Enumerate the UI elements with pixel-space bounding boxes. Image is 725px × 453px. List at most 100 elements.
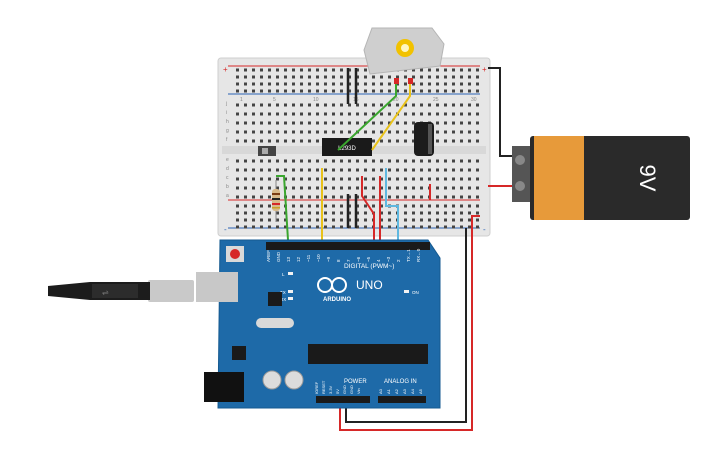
breadboard-hole[interactable]	[364, 186, 367, 190]
breadboard-hole[interactable]	[348, 177, 351, 181]
breadboard-hole[interactable]	[348, 121, 351, 125]
breadboard-hole[interactable]	[388, 168, 391, 172]
breadboard-hole[interactable]	[396, 121, 399, 125]
breadboard-hole[interactable]	[236, 168, 239, 172]
breadboard-hole[interactable]	[252, 218, 255, 222]
breadboard-hole[interactable]	[276, 121, 279, 125]
breadboard-hole[interactable]	[244, 225, 247, 229]
breadboard-hole[interactable]	[404, 121, 407, 125]
breadboard-hole[interactable]	[396, 177, 399, 181]
breadboard-hole[interactable]	[452, 225, 455, 229]
breadboard-hole[interactable]	[428, 68, 431, 72]
breadboard-hole[interactable]	[300, 204, 303, 208]
breadboard-hole[interactable]	[260, 159, 263, 163]
breadboard-hole[interactable]	[412, 168, 415, 172]
breadboard-hole[interactable]	[292, 139, 295, 143]
breadboard-hole[interactable]	[276, 112, 279, 116]
breadboard-hole[interactable]	[356, 211, 359, 215]
breadboard-hole[interactable]	[244, 112, 247, 116]
breadboard-hole[interactable]	[340, 130, 343, 134]
breadboard-hole[interactable]	[308, 89, 311, 93]
breadboard-hole[interactable]	[404, 195, 407, 199]
breadboard-hole[interactable]	[356, 177, 359, 181]
breadboard-hole[interactable]	[284, 82, 287, 86]
breadboard-hole[interactable]	[356, 168, 359, 172]
breadboard-hole[interactable]	[340, 177, 343, 181]
breadboard-hole[interactable]	[380, 225, 383, 229]
breadboard-hole[interactable]	[404, 225, 407, 229]
breadboard-hole[interactable]	[268, 68, 271, 72]
breadboard-hole[interactable]	[388, 195, 391, 199]
breadboard-hole[interactable]	[300, 195, 303, 199]
breadboard-hole[interactable]	[364, 130, 367, 134]
breadboard-hole[interactable]	[300, 225, 303, 229]
breadboard-hole[interactable]	[268, 195, 271, 199]
breadboard-hole[interactable]	[268, 177, 271, 181]
breadboard-hole[interactable]	[324, 82, 327, 86]
breadboard-hole[interactable]	[436, 68, 439, 72]
breadboard-hole[interactable]	[260, 68, 263, 72]
breadboard-hole[interactable]	[396, 130, 399, 134]
breadboard-hole[interactable]	[260, 186, 263, 190]
breadboard-hole[interactable]	[340, 218, 343, 222]
breadboard-hole[interactable]	[300, 121, 303, 125]
breadboard-hole[interactable]	[372, 130, 375, 134]
breadboard-hole[interactable]	[452, 186, 455, 190]
breadboard-hole[interactable]	[468, 186, 471, 190]
breadboard-hole[interactable]	[348, 218, 351, 222]
breadboard-hole[interactable]	[412, 82, 415, 86]
breadboard-hole[interactable]	[460, 211, 463, 215]
breadboard-hole[interactable]	[428, 82, 431, 86]
breadboard-hole[interactable]	[284, 121, 287, 125]
breadboard-hole[interactable]	[260, 89, 263, 93]
breadboard-hole[interactable]	[284, 75, 287, 79]
breadboard-hole[interactable]	[236, 112, 239, 116]
breadboard-hole[interactable]	[252, 68, 255, 72]
breadboard-hole[interactable]	[460, 139, 463, 143]
breadboard-hole[interactable]	[452, 112, 455, 116]
breadboard-hole[interactable]	[300, 159, 303, 163]
breadboard-hole[interactable]	[476, 204, 479, 208]
breadboard-hole[interactable]	[276, 225, 279, 229]
breadboard-hole[interactable]	[436, 211, 439, 215]
breadboard-hole[interactable]	[236, 139, 239, 143]
breadboard-hole[interactable]	[460, 130, 463, 134]
breadboard-hole[interactable]	[460, 75, 463, 79]
breadboard-hole[interactable]	[388, 130, 391, 134]
breadboard-hole[interactable]	[244, 186, 247, 190]
breadboard-hole[interactable]	[428, 218, 431, 222]
breadboard-hole[interactable]	[364, 82, 367, 86]
breadboard-hole[interactable]	[468, 68, 471, 72]
breadboard-hole[interactable]	[268, 82, 271, 86]
breadboard-hole[interactable]	[380, 168, 383, 172]
breadboard-hole[interactable]	[364, 121, 367, 125]
breadboard-wires[interactable]	[276, 84, 411, 241]
digital-header[interactable]	[266, 242, 430, 250]
breadboard-hole[interactable]	[356, 195, 359, 199]
breadboard-hole[interactable]	[476, 68, 479, 72]
breadboard-hole[interactable]	[436, 139, 439, 143]
breadboard-hole[interactable]	[300, 82, 303, 86]
breadboard-hole[interactable]	[332, 225, 335, 229]
breadboard-hole[interactable]	[308, 130, 311, 134]
breadboard-hole[interactable]	[404, 159, 407, 163]
breadboard-hole[interactable]	[348, 225, 351, 229]
breadboard-hole[interactable]	[404, 177, 407, 181]
breadboard-hole[interactable]	[284, 130, 287, 134]
breadboard-hole[interactable]	[412, 121, 415, 125]
breadboard-hole[interactable]	[236, 204, 239, 208]
breadboard-hole[interactable]	[412, 139, 415, 143]
breadboard-hole[interactable]	[340, 75, 343, 79]
breadboard-hole[interactable]	[468, 204, 471, 208]
breadboard-hole[interactable]	[444, 121, 447, 125]
breadboard-hole[interactable]	[476, 112, 479, 116]
breadboard-hole[interactable]	[436, 218, 439, 222]
breadboard-hole[interactable]	[348, 89, 351, 93]
breadboard-hole[interactable]	[420, 177, 423, 181]
breadboard-hole[interactable]	[324, 195, 327, 199]
breadboard-hole[interactable]	[444, 195, 447, 199]
breadboard-hole[interactable]	[372, 186, 375, 190]
breadboard-hole[interactable]	[348, 130, 351, 134]
breadboard-hole[interactable]	[460, 112, 463, 116]
breadboard-hole[interactable]	[380, 121, 383, 125]
